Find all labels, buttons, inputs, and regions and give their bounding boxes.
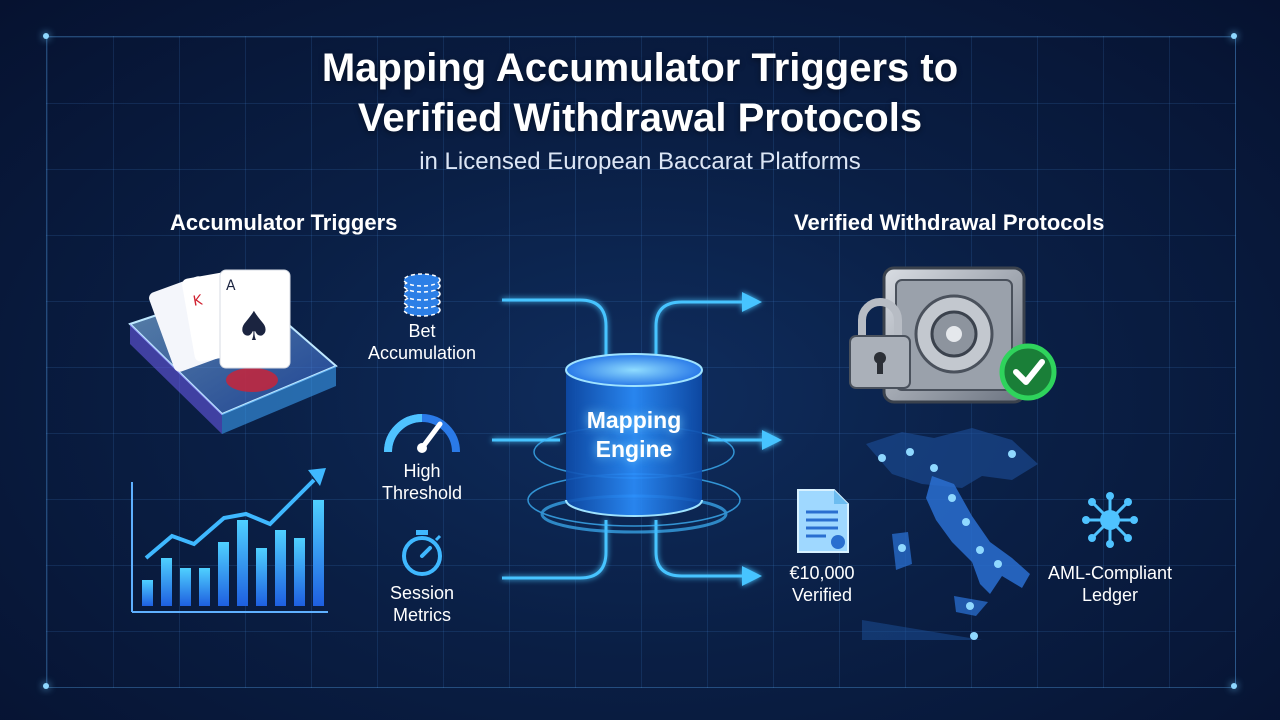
arrowhead-icon [742, 566, 762, 586]
protocols-heading: Verified Withdrawal Protocols [794, 210, 1105, 235]
growth-bar-chart-icon [131, 468, 328, 613]
playing-cards-tray-icon: K A ♠ [128, 269, 338, 434]
trigger-label-high-threshold: High Threshold [381, 461, 463, 503]
triggers-heading: Accumulator Triggers [170, 210, 398, 235]
grid-corner-dot [43, 33, 49, 39]
svg-text:A: A [226, 278, 236, 294]
trigger-label-session-metrics: Session Metrics [389, 583, 455, 625]
mapping-engine-label: Mapping Engine [586, 407, 682, 462]
svg-text:♠: ♠ [236, 304, 272, 350]
check-circle-icon [999, 343, 1057, 401]
trigger-label-bet-accumulation: Bet Accumulation [367, 321, 477, 363]
chip-stack-icon [403, 273, 441, 317]
page-title-line1: Mapping Accumulator Triggers to [321, 46, 959, 90]
output-label-verified-amount: €10,000 Verified [789, 563, 855, 605]
grid-corner-dot [1231, 683, 1237, 689]
grid-corner-dot [43, 683, 49, 689]
page-subtitle: in Licensed European Baccarat Platforms [419, 148, 861, 175]
grid-corner-dot [1231, 33, 1237, 39]
output-label-aml-ledger: AML-Compliant Ledger [1047, 563, 1173, 605]
stopwatch-icon [402, 530, 442, 576]
network-node-icon [1082, 492, 1138, 548]
secure-vault-icon [849, 266, 1057, 404]
svg-text:K: K [192, 292, 205, 309]
connector-bet-accumulation [502, 298, 608, 370]
gauge-icon [384, 414, 460, 453]
arrowhead-icon [762, 430, 782, 450]
arrowhead-icon [742, 292, 762, 312]
document-icon [797, 489, 849, 553]
europe-map-icon [862, 428, 1038, 640]
padlock-icon [849, 298, 911, 389]
connector-session-metrics [502, 520, 608, 580]
connector-to-vault [654, 300, 742, 370]
page-title-line2: Verified Withdrawal Protocols [357, 96, 923, 140]
mapping-engine-cylinder [565, 353, 703, 517]
connector-to-document [654, 520, 742, 578]
